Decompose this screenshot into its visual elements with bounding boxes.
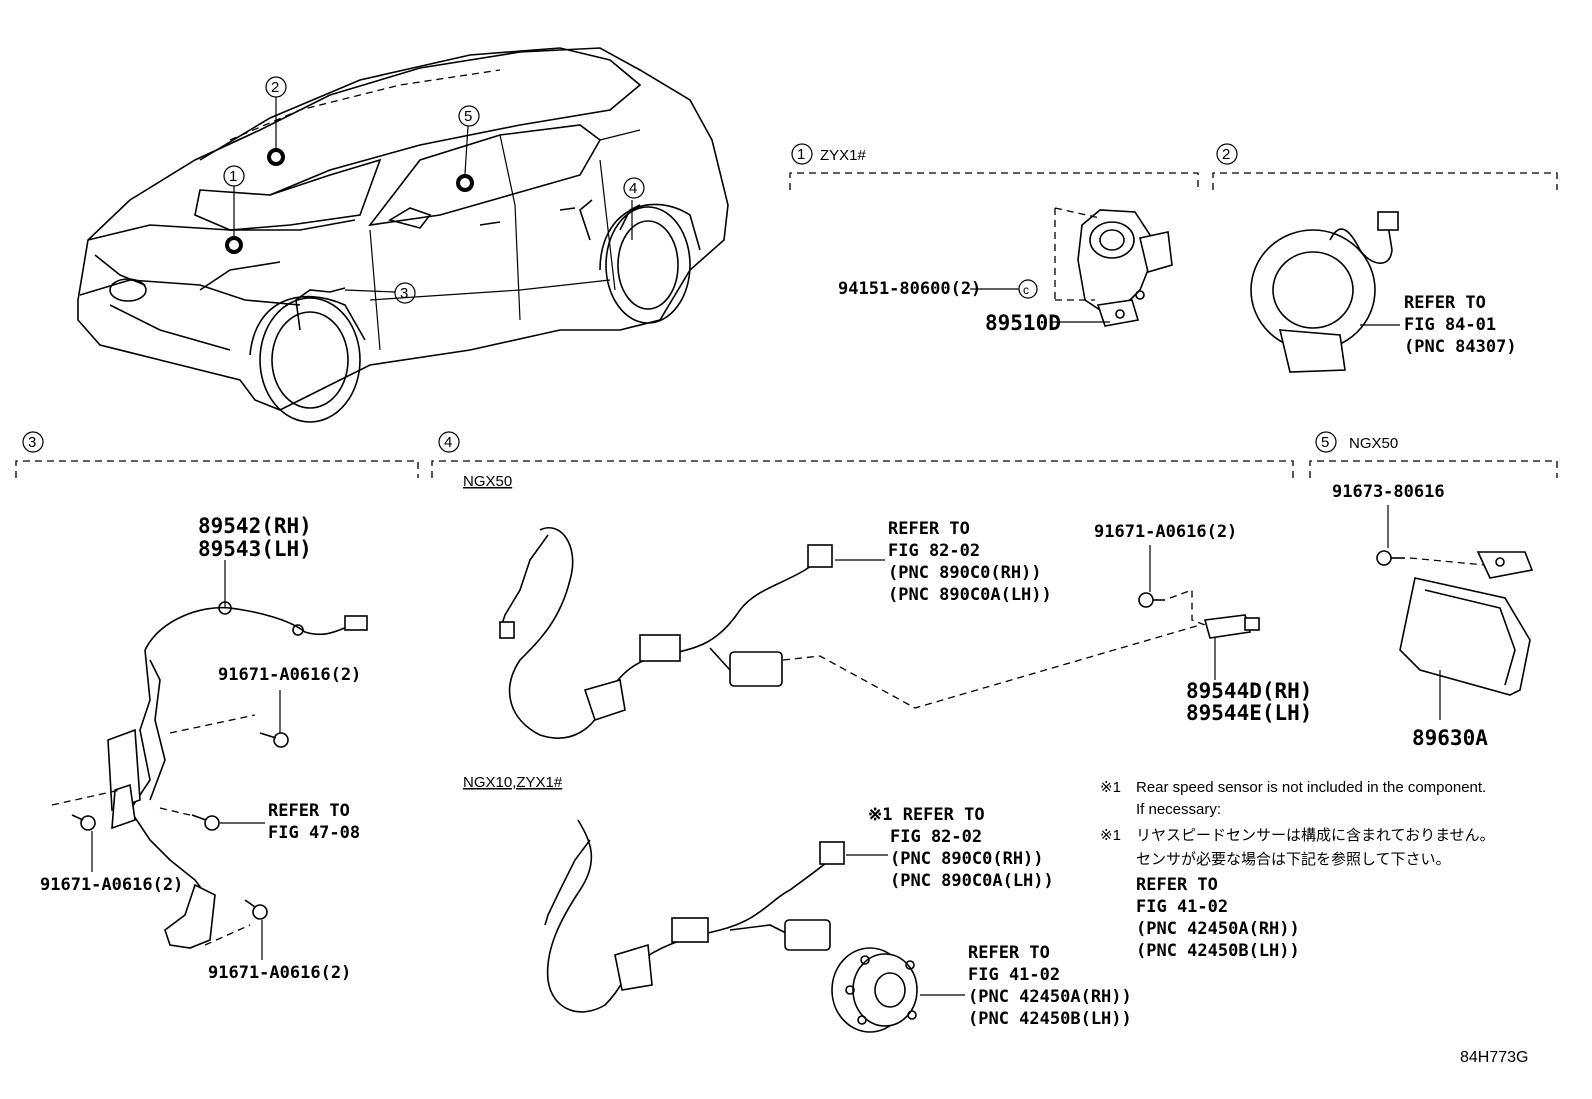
bolt-c-icon-s3 <box>244 899 268 920</box>
part-89542-rh: 89542(RH) <box>198 514 312 538</box>
svg-text:FIG 84-01: FIG 84-01 <box>1404 315 1496 335</box>
part-89630A: 89630A <box>1412 726 1488 750</box>
bolt-94151-80600: 94151-80600(2) <box>838 279 981 299</box>
bolt-91671-icon <box>1138 592 1165 608</box>
section-4-refer-top: REFER TO FIG 82-02 (PNC 890C0(RH)) (PNC … <box>888 519 1052 605</box>
svg-text:4: 4 <box>444 434 452 451</box>
svg-text:(PNC 890C0(RH)): (PNC 890C0(RH)) <box>890 849 1044 869</box>
svg-text:FIG 41-02: FIG 41-02 <box>968 965 1060 985</box>
section-5-header: 5 NGX50 <box>1315 431 1398 453</box>
note-jp-line1: リヤスピードセンサーは構成に含まれておりません。 <box>1136 826 1495 844</box>
section-1-bracket <box>789 172 1199 190</box>
svg-text:REFER TO: REFER TO <box>268 801 350 821</box>
note-jp-line2: センサが必要な場合は下記を参照して下さい。 <box>1136 850 1451 868</box>
figure-code: 84H773G <box>1460 1049 1529 1066</box>
svg-text:1: 1 <box>797 146 805 163</box>
section-4-bracket <box>431 460 1294 478</box>
svg-text:(PNC 42450B(LH)): (PNC 42450B(LH)) <box>968 1009 1132 1029</box>
svg-text:REFER TO: REFER TO <box>888 519 970 539</box>
section-4: 4 NGX50 REFER TO FIG 82-02 (PNC 890C0(RH… <box>431 431 1312 1033</box>
bolt-a-icon <box>259 732 289 748</box>
svg-text:FIG 47-08: FIG 47-08 <box>268 823 360 843</box>
bolt-91671-a0616-a: 91671-A0616(2) <box>218 665 361 685</box>
svg-text:REFER TO: REFER TO <box>1404 293 1486 313</box>
callout-3-vehicle: 3 <box>394 282 416 304</box>
note-en-line1: Rear speed sensor is not included in the… <box>1136 779 1486 796</box>
callout-1-vehicle: 1 <box>223 165 245 187</box>
rear-harness-ngx10-icon <box>544 819 845 1013</box>
section-5-bracket <box>1309 460 1558 478</box>
section-3-bracket <box>15 460 419 478</box>
rear-harness-ngx50-icon <box>499 527 833 739</box>
svg-text:(PNC 890C0(RH)): (PNC 890C0(RH)) <box>888 563 1042 583</box>
svg-text:(PNC 890C0A(LH)): (PNC 890C0A(LH)) <box>888 585 1052 605</box>
notes-refer-1: FIG 41-02 <box>1136 897 1228 917</box>
svg-text:REFER TO: REFER TO <box>968 943 1050 963</box>
section-2-header: 2 <box>1216 143 1238 165</box>
callout-5-vehicle: 5 <box>458 105 480 127</box>
part-89510D: 89510D <box>985 311 1061 335</box>
callout-4-vehicle: 4 <box>623 177 645 199</box>
variant-ngx10-zyx1: NGX10,ZYX1# <box>463 774 563 791</box>
svg-text:3: 3 <box>400 285 408 302</box>
svg-text:FIG 82-02: FIG 82-02 <box>890 827 982 847</box>
section-1-header: 1 ZYX1# <box>791 143 867 165</box>
section-2-bracket <box>1212 172 1558 190</box>
note-en-mark: ※1 <box>1100 779 1121 796</box>
svg-text:1: 1 <box>229 168 237 185</box>
spiral-cable-icon <box>1250 211 1399 373</box>
steering-angle-sensor-icon <box>1077 209 1173 327</box>
notes-refer-0: REFER TO <box>1136 875 1218 895</box>
svg-text:(PNC 84307): (PNC 84307) <box>1404 337 1517 357</box>
svg-text:FIG 82-02: FIG 82-02 <box>888 541 980 561</box>
svg-text:3: 3 <box>28 434 36 451</box>
section-4-refer-hub: REFER TO FIG 41-02 (PNC 42450A(RH)) (PNC… <box>968 943 1132 1029</box>
bolt-b-icon <box>71 814 96 831</box>
bolt-91671-a0616-s4: 91671-A0616(2) <box>1094 522 1237 542</box>
notes-block: ※1 Rear speed sensor is not included in … <box>1100 779 1495 961</box>
svg-text:c: c <box>1023 283 1029 297</box>
bolt-91673-icon <box>1376 550 1405 566</box>
part-89544D-rh: 89544D(RH) <box>1186 679 1312 703</box>
section-2: 2 REFER TO FIG 84-01 (PNC 84307) <box>1212 143 1558 373</box>
section-3-header: 3 <box>22 431 44 453</box>
svg-text:4: 4 <box>629 180 637 197</box>
svg-text:5: 5 <box>1321 434 1329 451</box>
section-4-header: 4 <box>438 431 460 453</box>
section-5: 5 NGX50 91673-80616 89630A <box>1309 431 1558 750</box>
bolt-refer-icon <box>191 814 220 831</box>
part-89543-lh: 89543(LH) <box>198 537 312 561</box>
svg-text:2: 2 <box>271 79 279 96</box>
svg-text:(PNC 42450A(RH)): (PNC 42450A(RH)) <box>968 987 1132 1007</box>
notes-refer-3: (PNC 42450B(LH)) <box>1136 941 1300 961</box>
vehicle-callouts: 1 2 5 3 4 <box>223 76 645 304</box>
svg-text:※1 REFER TO: ※1 REFER TO <box>868 805 985 825</box>
svg-text:5: 5 <box>464 108 472 125</box>
svg-text:NGX50: NGX50 <box>1349 435 1398 452</box>
notes-refer-2: (PNC 42450A(RH)) <box>1136 919 1300 939</box>
note-en-line2: If necessary: <box>1136 801 1221 818</box>
bolt-91671-a0616-b: 91671-A0616(2) <box>40 875 183 895</box>
section-3-refer: REFER TO FIG 47-08 <box>268 801 360 843</box>
bolt-91673-80616: 91673-80616 <box>1332 482 1445 502</box>
rear-hub-icon <box>831 947 918 1033</box>
svg-text:(PNC 890C0A(LH)): (PNC 890C0A(LH)) <box>890 871 1054 891</box>
section-3: 3 89542(RH) 89543(LH) 91671-A0616(2) <box>15 431 419 983</box>
section-1: 1 ZYX1# c 94151-80600(2) 89510D <box>789 143 1199 335</box>
bolt-c-icon: c <box>1018 279 1038 299</box>
svg-text:ZYX1#: ZYX1# <box>820 147 867 164</box>
sensor-bracket-icon <box>1203 614 1260 639</box>
variant-ngx50-top: NGX50 <box>463 473 512 490</box>
section-2-refer: REFER TO FIG 84-01 (PNC 84307) <box>1404 293 1517 357</box>
front-speed-sensor-harness-icon <box>107 601 368 949</box>
part-89544E-lh: 89544E(LH) <box>1186 701 1312 725</box>
vehicle-illustration <box>77 47 729 423</box>
section-4-refer-mid: ※1 REFER TO FIG 82-02 (PNC 890C0(RH)) (P… <box>868 805 1054 891</box>
note-jp-mark: ※1 <box>1100 827 1121 844</box>
ecu-module-icon <box>1399 551 1534 696</box>
bolt-91671-a0616-c: 91671-A0616(2) <box>208 963 351 983</box>
svg-text:2: 2 <box>1222 146 1230 163</box>
callout-2-vehicle: 2 <box>265 76 287 98</box>
